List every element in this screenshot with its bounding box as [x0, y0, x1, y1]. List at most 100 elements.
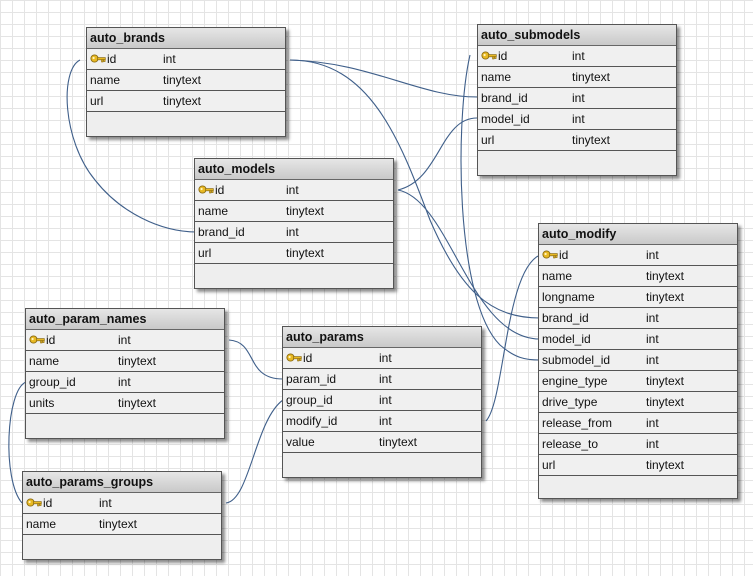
field-name: name — [198, 204, 229, 218]
table-title: auto_params — [283, 327, 481, 348]
field-name: name — [481, 70, 512, 84]
field-name: longname — [542, 290, 595, 304]
field-row[interactable]: name tinytext — [195, 201, 393, 222]
field-name: url — [198, 246, 212, 260]
field-name: id — [559, 248, 569, 262]
table-title: auto_params_groups — [23, 472, 221, 493]
field-name: release_to — [542, 437, 599, 451]
field-type: tinytext — [286, 204, 325, 218]
field-name: url — [90, 94, 104, 108]
key-icon — [29, 334, 45, 346]
field-row[interactable]: id int — [87, 49, 285, 70]
field-row[interactable]: brand_id int — [195, 222, 393, 243]
table-title: auto_param_names — [26, 309, 224, 330]
field-name: param_id — [286, 372, 337, 386]
field-name: id — [498, 49, 508, 63]
link-models-submodels — [397, 117, 478, 191]
field-row[interactable]: id int — [23, 493, 221, 514]
field-name: id — [215, 183, 225, 197]
field-row[interactable]: id int — [195, 180, 393, 201]
field-type: int — [379, 393, 392, 407]
key-icon — [481, 50, 497, 62]
link-groups-params — [225, 399, 284, 504]
field-type: int — [286, 183, 299, 197]
table-title: auto_brands — [87, 28, 285, 49]
field-name: url — [542, 458, 556, 472]
field-row[interactable]: release_to int — [539, 434, 737, 455]
field-type: int — [646, 353, 659, 367]
field-type: int — [646, 311, 659, 325]
field-type: int — [646, 437, 659, 451]
field-type: int — [286, 225, 299, 239]
link-groups-paramnames — [8, 381, 27, 504]
field-row[interactable]: submodel_id int — [539, 350, 737, 371]
field-name: drive_type — [542, 395, 598, 409]
field-type: tinytext — [646, 374, 685, 388]
field-name: submodel_id — [542, 353, 611, 367]
field-name: value — [286, 435, 315, 449]
field-type: int — [163, 52, 176, 66]
field-name: id — [46, 333, 56, 347]
field-type: int — [118, 375, 131, 389]
field-type: int — [572, 49, 585, 63]
field-type: int — [572, 112, 585, 126]
key-icon — [198, 184, 214, 196]
field-type: int — [99, 496, 112, 510]
field-row[interactable]: value tinytext — [283, 432, 481, 452]
link-models-modify — [397, 189, 541, 340]
field-name: name — [29, 354, 60, 368]
table-footer — [195, 263, 393, 288]
table-footer — [478, 150, 676, 175]
field-type: tinytext — [379, 435, 418, 449]
link-brands-modify — [289, 59, 541, 319]
field-name: model_id — [481, 112, 530, 126]
field-name: release_from — [542, 416, 613, 430]
link-submodels-modify — [460, 54, 541, 361]
field-type: int — [646, 332, 659, 346]
field-name: id — [107, 52, 117, 66]
table-footer — [539, 475, 737, 498]
field-row[interactable]: id int — [478, 46, 676, 67]
field-row[interactable]: model_id int — [478, 109, 676, 130]
field-type: tinytext — [118, 354, 157, 368]
field-name: brand_id — [481, 91, 528, 105]
link-names-params — [228, 339, 284, 380]
field-name: id — [43, 496, 53, 510]
field-name: brand_id — [198, 225, 245, 239]
field-row[interactable]: name tinytext — [26, 351, 224, 372]
link-brands-models — [66, 59, 198, 233]
